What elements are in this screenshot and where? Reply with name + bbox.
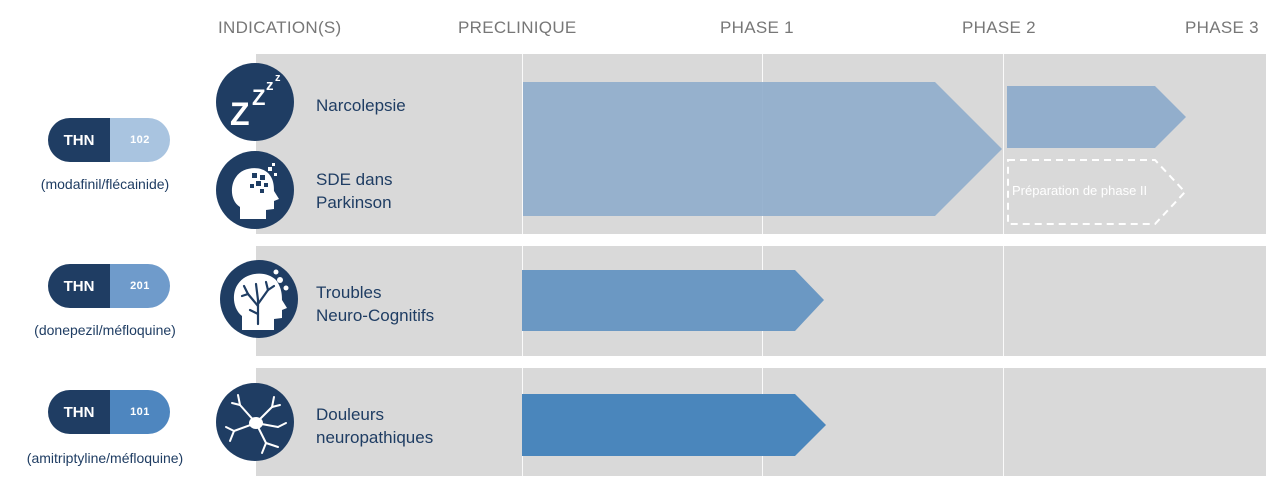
header-phase2: PHASE 2 (962, 18, 1036, 37)
svg-text:z: z (266, 77, 274, 94)
sleep-zzz-icon: Z Z z z (216, 63, 294, 141)
arrow-thn102-planned (1007, 159, 1187, 225)
indication-troubles-neuro-cognitifs: Troubles Neuro-Cognitifs (316, 281, 434, 327)
badge-thn201: THN 201 (48, 264, 170, 308)
arrow-thn102-phase2-3 (1007, 86, 1186, 148)
indication-line-1: Douleurs (316, 405, 385, 424)
badge-number: 201 (110, 264, 170, 308)
svg-text:Z: Z (230, 96, 250, 132)
indication-sde-parkinson: SDE dans Parkinson (316, 168, 393, 214)
phase-divider-phase1 (762, 54, 763, 477)
badge-prefix: THN (48, 390, 110, 434)
indication-line-2: Parkinson (316, 193, 392, 212)
badge-number: 101 (110, 390, 170, 434)
molecules-thn201: (donepezil/méfloquine) (34, 322, 176, 338)
arrow-thn101 (522, 394, 826, 456)
header-phase3: PHASE 3 (1185, 18, 1259, 37)
indication-line-1: SDE dans (316, 170, 393, 189)
arrow-thn201 (522, 270, 824, 331)
badge-prefix: THN (48, 264, 110, 308)
indication-line-2: neuropathiques (316, 428, 434, 447)
badge-thn102: THN 102 (48, 118, 170, 162)
molecules-thn101: (amitriptyline/méfloquine) (26, 450, 184, 466)
phase-divider-preclinique (522, 54, 523, 477)
head-pixel-icon (216, 151, 294, 229)
indication-narcolepsie: Narcolepsie (316, 96, 406, 115)
indication-line-1: Troubles (316, 283, 382, 302)
head-tree-icon (220, 260, 298, 338)
svg-text:Z: Z (252, 85, 265, 110)
arrow-thn102-phase1-2 (523, 82, 1002, 216)
phase-divider-phase2 (1003, 54, 1004, 477)
header-phase1: PHASE 1 (720, 18, 794, 37)
indication-line-2: Neuro-Cognitifs (316, 306, 435, 325)
neuron-icon (216, 383, 294, 461)
badge-prefix: THN (48, 118, 110, 162)
annotation-preparation: Préparation de phase II (1012, 183, 1148, 198)
badge-thn101: THN 101 (48, 390, 170, 434)
molecules-thn102: (modafinil/flécainide) (40, 176, 170, 192)
indication-douleurs-neuropathiques: Douleurs neuropathiques (316, 403, 433, 449)
svg-text:z: z (275, 72, 281, 84)
header-preclinique: PRECLINIQUE (458, 18, 577, 37)
header-indications: INDICATION(S) (218, 18, 342, 37)
badge-number: 102 (110, 118, 170, 162)
